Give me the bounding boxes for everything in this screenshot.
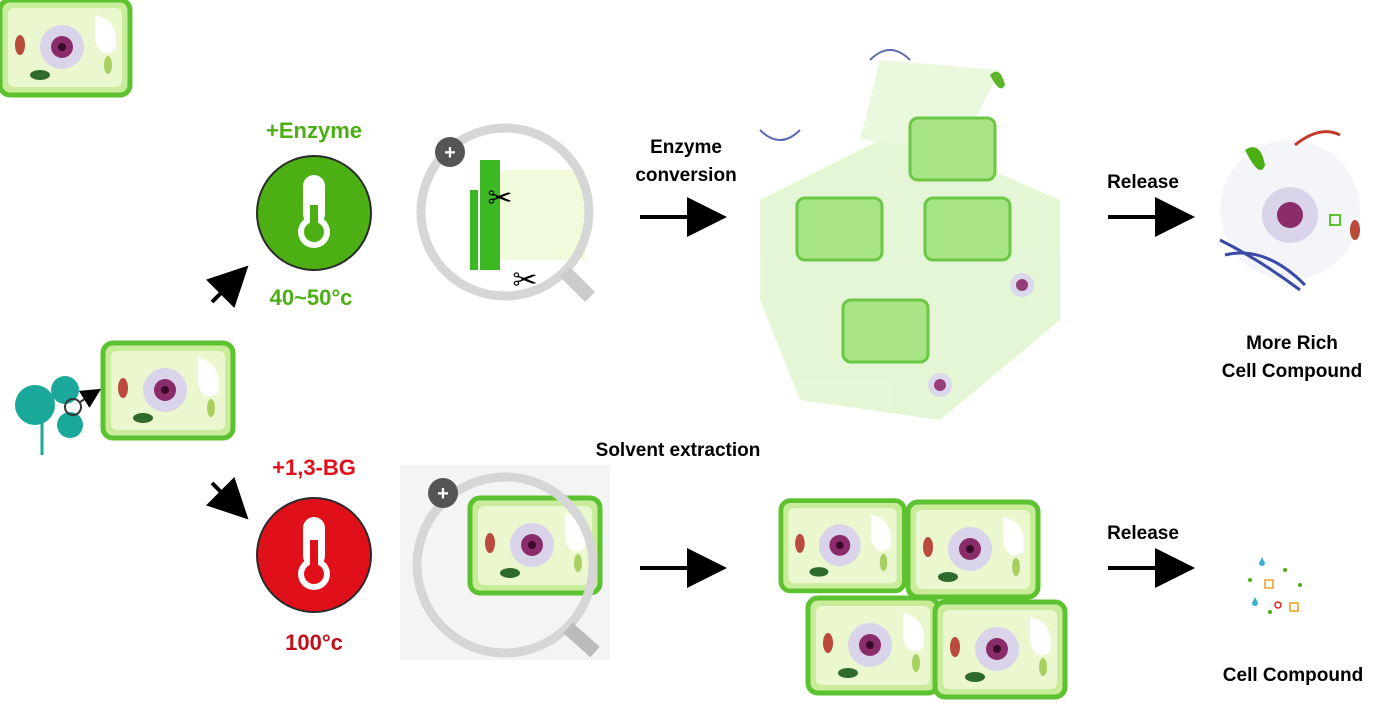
compound-label: Cell Compound (1222, 665, 1364, 686)
label-line: Cell Compound (1221, 361, 1363, 382)
bg-temperature: 100°c (285, 630, 343, 655)
rich-compound-icon (1219, 130, 1360, 292)
scissors-icon: ✂ (487, 182, 512, 215)
svg-text:+: + (444, 142, 456, 164)
release-label-top: Release (1107, 172, 1179, 193)
bg-label: +1,3-BG (272, 455, 356, 480)
arrow-down (206, 477, 249, 520)
arrow-up (206, 265, 249, 308)
label-line: Enzyme (650, 137, 722, 158)
label-line: conversion (635, 165, 737, 186)
enzyme-label: +Enzyme (266, 118, 362, 143)
rich-compound-label: More Rich Cell Compound (1222, 330, 1362, 386)
enzyme-temperature: 40~50°c (269, 285, 353, 310)
magnifier-enzyme-icon: + ✂ ✂ (416, 123, 595, 302)
ruptured-cells-cluster (759, 49, 1060, 420)
solvent-extraction-label: Solvent extraction (595, 440, 761, 461)
thermometer-green-icon (256, 155, 372, 271)
label-line: More Rich (1246, 333, 1338, 354)
plant-icon (15, 376, 102, 455)
magnifier-solvent-icon: + (400, 465, 610, 660)
release-label-bottom: Release (1107, 523, 1179, 544)
compound-icon (1248, 557, 1302, 614)
plant-cell-icon (103, 343, 233, 438)
enzyme-conversion-label: Enzyme conversion (635, 134, 736, 190)
thermometer-red-icon (256, 497, 372, 613)
scissors-icon: ✂ (512, 264, 537, 297)
svg-text:+: + (437, 483, 449, 505)
